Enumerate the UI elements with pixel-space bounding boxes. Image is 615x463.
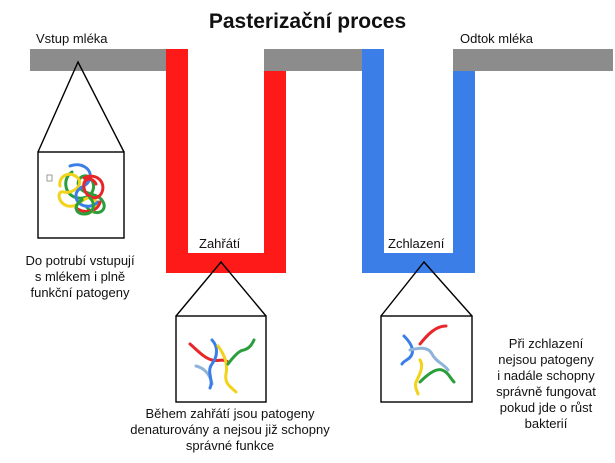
heating-note: Během zahřátí jsou patogeny denaturovány…: [110, 406, 350, 454]
cooling-zoom-lines: [380, 260, 473, 317]
cooling-note-line: nejsou patogeny: [498, 352, 594, 367]
cooling-section: [362, 49, 475, 273]
page-title: Pasterizační proces: [208, 10, 407, 33]
outlet-label: Odtok mléka: [460, 31, 533, 46]
cooling-note-line: i nadále schopny: [497, 368, 595, 383]
inlet-pipe: [30, 49, 166, 71]
heating-label: Zahřátí: [199, 236, 241, 251]
inlet-zoom-lines: [37, 60, 125, 153]
cooling-note-line: pokud jde o růst: [499, 400, 593, 415]
cooling-note-line: bakterií: [524, 416, 568, 431]
cooling-zoom-box: [380, 315, 473, 403]
inlet-note-line: s mlékem i plně: [34, 269, 126, 284]
cooling-label: Zchlazení: [388, 236, 445, 251]
heating-note-line: Během zahřátí jsou patogeny: [145, 406, 315, 421]
heating-note-line: správné funkce: [185, 438, 275, 453]
cooled-pathogens-icon: [400, 324, 456, 396]
cooling-note: Při zchlazení nejsou patogeny i nadále s…: [478, 336, 614, 432]
middle-pipe: [264, 49, 362, 71]
tangled-pathogens-icon: [46, 163, 106, 216]
inlet-note-line: Do potrubí vstupují: [25, 253, 135, 268]
heating-section: [166, 49, 286, 273]
cooling-note-line: správně fungovat: [496, 384, 596, 399]
inlet-label: Vstup mléka: [36, 31, 108, 46]
denatured-pathogens-icon: [188, 338, 256, 394]
inlet-note-line: funkční patogeny: [30, 285, 130, 300]
heating-note-line: denaturovány a nejsou již schopny: [130, 422, 330, 437]
inlet-note: Do potrubí vstupují s mlékem i plně funk…: [0, 253, 160, 301]
heating-zoom-lines: [175, 260, 267, 317]
cooling-note-line: Při zchlazení: [508, 336, 584, 351]
outlet-pipe: [453, 49, 613, 71]
